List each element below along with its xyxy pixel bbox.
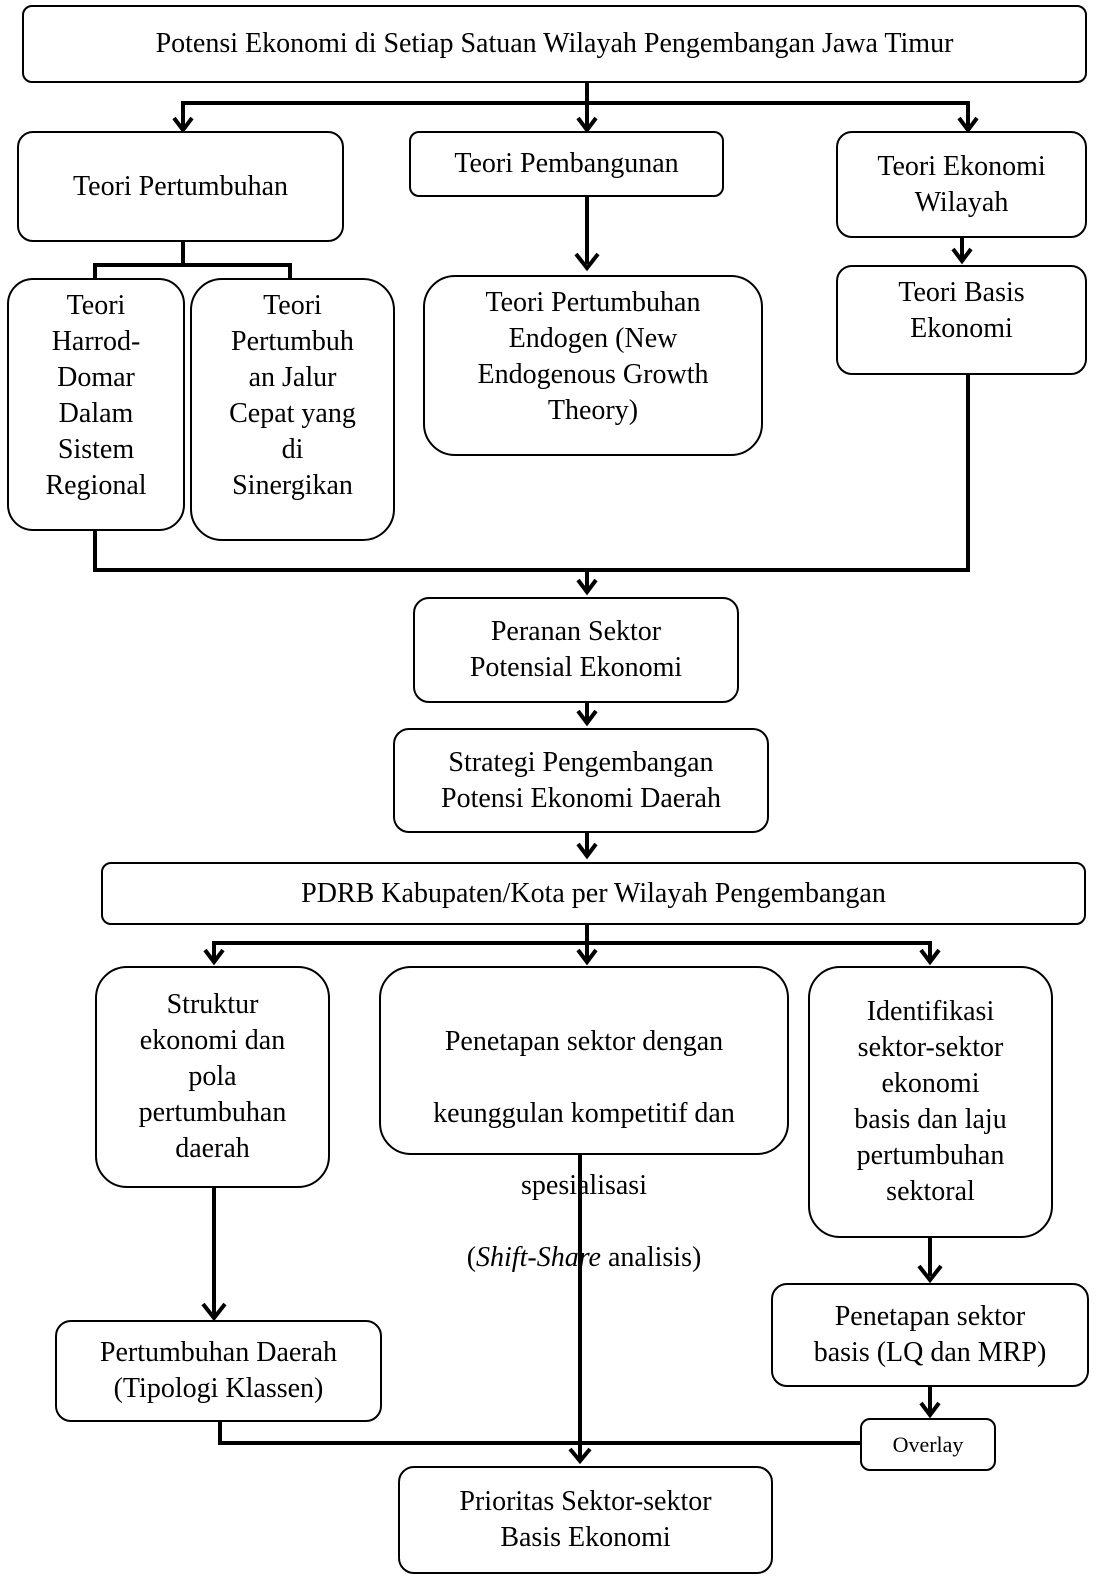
- box-endogen-text: Teori Pertumbuhan Endogen (New Endogenou…: [477, 287, 709, 426]
- box-penetapan-basis-text: Penetapan sektor basis (LQ dan MRP): [813, 1301, 1047, 1368]
- arrowhead: [917, 1264, 943, 1284]
- box-struktur: Struktur ekonomi dan pola pertumbuhan da…: [95, 966, 330, 1188]
- arrowhead: [568, 1447, 592, 1465]
- box-endogen: Teori Pertumbuhan Endogen (New Endogenou…: [423, 275, 763, 456]
- box-harrod-domar: Teori Harrod- Domar Dalam Sistem Regiona…: [7, 278, 185, 531]
- box-teori-pembangunan-text: Teori Pembangunan: [454, 148, 679, 179]
- box-teori-ekonomi-wilayah: Teori Ekonomi Wilayah: [836, 131, 1087, 238]
- box-strategi-text: Strategi Pengembangan Potensi Ekonomi Da…: [441, 746, 721, 814]
- box-overlay: Overlay: [860, 1418, 996, 1471]
- kompetitif-line-1: Penetapan sektor dengan: [444, 1026, 724, 1057]
- box-peranan-text: Peranan Sektor Potensial Ekonomi: [469, 616, 683, 683]
- box-top-title: Potensi Ekonomi di Setiap Satuan Wilayah…: [22, 5, 1087, 83]
- kompetitif-rest: analisis): [600, 1242, 702, 1273]
- kompetitif-line-2: keunggulan kompetitif dan: [433, 1098, 735, 1129]
- arrowhead: [957, 116, 979, 134]
- box-strategi: Strategi Pengembangan Potensi Ekonomi Da…: [393, 728, 769, 833]
- box-top-title-text: Potensi Ekonomi di Setiap Satuan Wilayah…: [155, 28, 954, 59]
- box-penetapan-kompetitif-text: Penetapan sektor dengan keunggulan kompe…: [433, 988, 735, 1312]
- box-jalur-cepat: Teori Pertumbuh an Jalur Cepat yang di S…: [190, 278, 395, 541]
- box-identifikasi: Identifikasi sektor-sektor ekonomi basis…: [808, 966, 1053, 1238]
- box-pdrb: PDRB Kabupaten/Kota per Wilayah Pengemba…: [101, 862, 1086, 925]
- box-prioritas: Prioritas Sektor-sektor Basis Ekonomi: [398, 1466, 773, 1574]
- box-harrod-domar-text: Teori Harrod- Domar Dalam Sistem Regiona…: [45, 290, 147, 501]
- arrowhead: [576, 116, 598, 134]
- box-basis-ekonomi: Teori Basis Ekonomi: [836, 265, 1087, 375]
- arrowhead: [576, 842, 598, 860]
- box-basis-ekonomi-text: Teori Basis Ekonomi: [898, 277, 1025, 344]
- arrowhead: [172, 116, 194, 134]
- box-teori-pertumbuhan: Teori Pertumbuhan: [17, 131, 344, 242]
- box-teori-pertumbuhan-text: Teori Pertumbuhan: [73, 170, 288, 202]
- box-struktur-text: Struktur ekonomi dan pola pertumbuhan da…: [138, 989, 287, 1164]
- box-identifikasi-text: Identifikasi sektor-sektor ekonomi basis…: [854, 996, 1007, 1207]
- arrowhead: [574, 252, 600, 272]
- box-penetapan-kompetitif: Penetapan sektor dengan keunggulan kompe…: [379, 966, 789, 1273]
- box-jalur-cepat-text: Teori Pertumbuh an Jalur Cepat yang di S…: [229, 290, 356, 501]
- arrowhead: [576, 578, 598, 596]
- arrowhead: [919, 1401, 941, 1419]
- box-pertumbuhan-daerah-text: Pertumbuhan Daerah (Tipologi Klassen): [99, 1337, 338, 1404]
- arrowhead: [576, 709, 598, 727]
- kompetitif-line-4: (Shift-Share analisis): [433, 1240, 735, 1276]
- box-prioritas-text: Prioritas Sektor-sektor Basis Ekonomi: [459, 1486, 712, 1553]
- box-teori-ekonomi-wilayah-text: Teori Ekonomi Wilayah: [877, 150, 1046, 218]
- arrowhead: [919, 948, 941, 966]
- arrowhead: [576, 948, 598, 966]
- box-overlay-text: Overlay: [892, 1431, 964, 1457]
- arrowhead: [203, 948, 225, 966]
- kompetitif-line-3: spesialisasi: [521, 1170, 647, 1201]
- box-teori-pembangunan: Teori Pembangunan: [409, 131, 724, 197]
- arrowhead: [951, 247, 973, 265]
- arrowhead: [201, 1302, 227, 1322]
- kompetitif-italic: Shift-Share: [476, 1242, 601, 1273]
- box-penetapan-basis: Penetapan sektor basis (LQ dan MRP): [771, 1283, 1089, 1387]
- kompetitif-paren: (: [466, 1242, 477, 1273]
- box-peranan: Peranan Sektor Potensial Ekonomi: [413, 597, 739, 703]
- box-pertumbuhan-daerah: Pertumbuhan Daerah (Tipologi Klassen): [55, 1320, 382, 1422]
- box-pdrb-text: PDRB Kabupaten/Kota per Wilayah Pengemba…: [301, 877, 886, 909]
